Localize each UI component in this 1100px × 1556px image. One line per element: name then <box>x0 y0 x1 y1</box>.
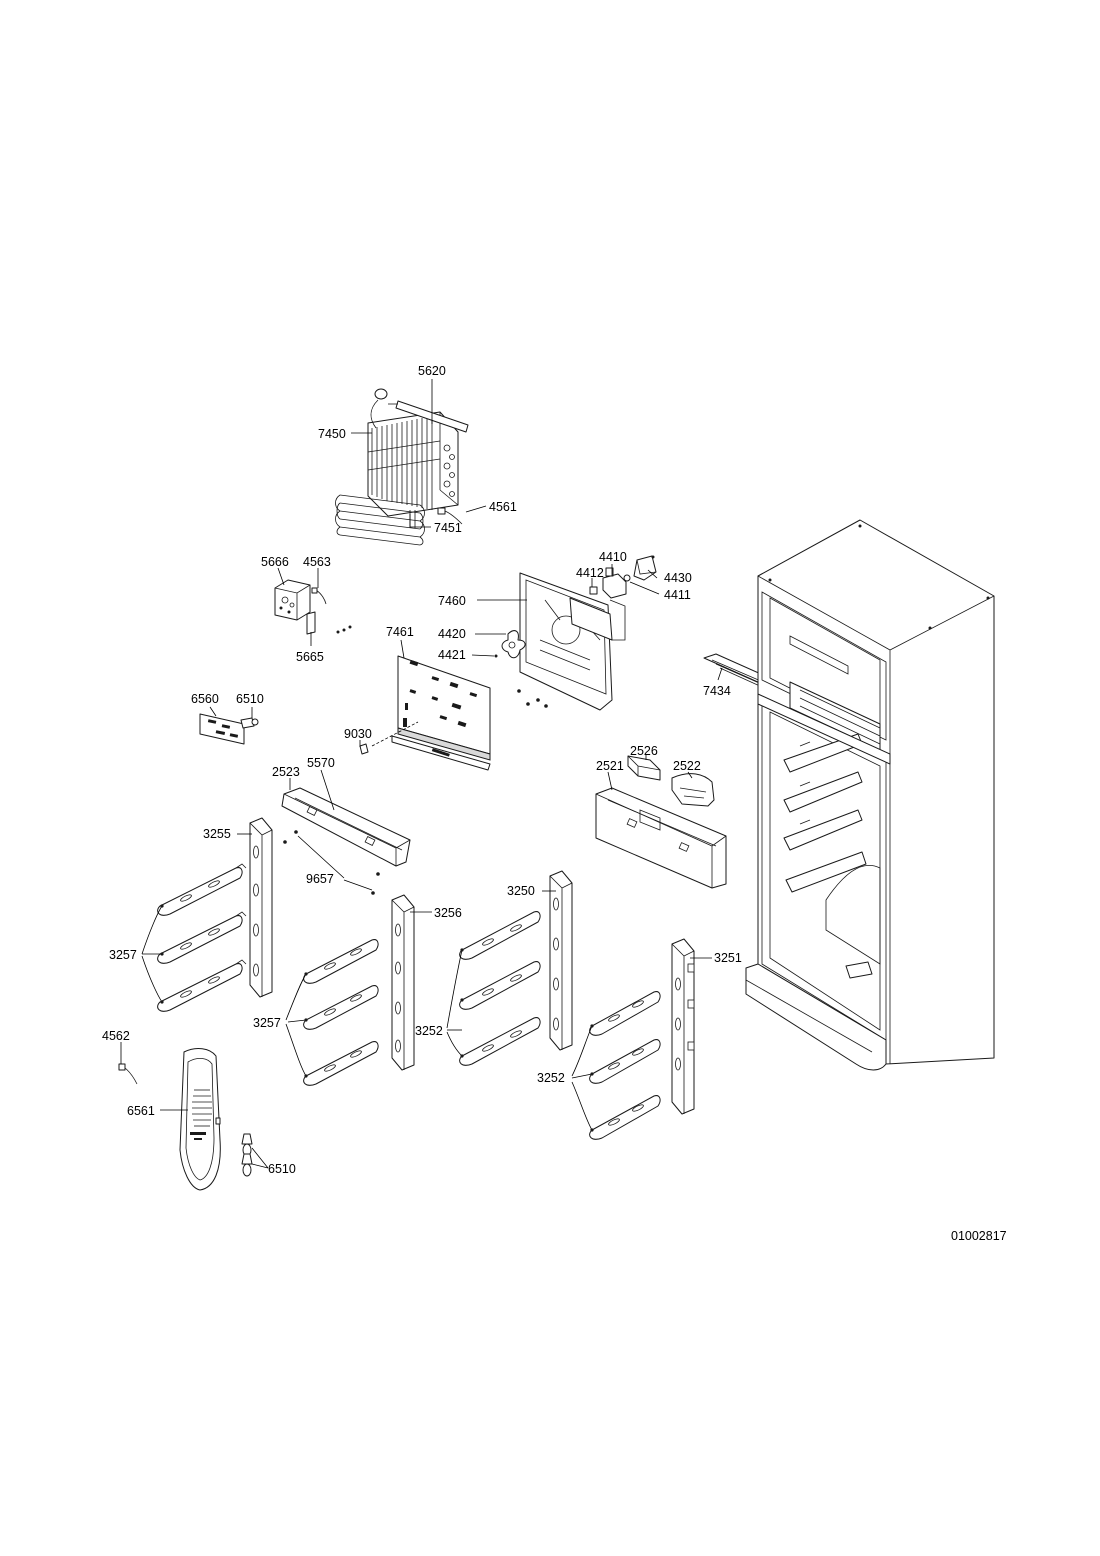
callout-4561: 4561 <box>489 500 517 514</box>
thermostat-box-5666 <box>274 579 311 621</box>
clip-9030 <box>359 743 369 755</box>
callout-9030: 9030 <box>344 727 372 741</box>
callout-9657: 9657 <box>306 872 334 886</box>
callout-2526: 2526 <box>630 744 658 758</box>
cover-5665 <box>306 611 316 635</box>
crossbar-5570 <box>281 787 411 867</box>
shelf-holder-3257-mid-2 <box>303 985 379 1030</box>
bulb-6510-lower <box>241 1133 253 1177</box>
callout-5570: 5570 <box>307 756 335 770</box>
callout-4420: 4420 <box>438 627 466 641</box>
rear-panel-7461 <box>391 655 491 771</box>
shelf-holder-3252-right-3 <box>589 1095 661 1140</box>
callout-3252-mid: 3252 <box>415 1024 443 1038</box>
callout-6510-lower: 6510 <box>268 1162 296 1176</box>
callout-7451: 7451 <box>434 521 462 535</box>
callout-2522: 2522 <box>673 759 701 773</box>
shelf-holder-3252-right-1 <box>589 991 661 1036</box>
callout-6561: 6561 <box>127 1104 155 1118</box>
shelf-holder-3252-mid-1 <box>459 911 541 960</box>
leader-lines <box>120 379 723 1169</box>
callout-4563: 4563 <box>303 555 331 569</box>
callout-4411: 4411 <box>664 588 691 602</box>
door-rail-3251 <box>671 938 695 1115</box>
callout-3257-mid: 3257 <box>253 1016 281 1030</box>
shelf-holder-3257-left-2 <box>157 911 247 964</box>
relay-4430 <box>633 555 657 581</box>
callout-6560: 6560 <box>191 692 219 706</box>
shelf-holder-3257-mid-1 <box>303 939 379 984</box>
door-rail-3250 <box>549 870 573 1051</box>
shelf-holder-3257-left-1 <box>157 863 247 916</box>
shelf-holder-3252-mid-3 <box>459 1017 541 1066</box>
callout-7460: 7460 <box>438 594 466 608</box>
callout-labels: 5620 7450 4561 7451 5666 4563 4410 4412 … <box>102 364 742 1176</box>
fan-housing-7460 <box>519 572 626 711</box>
heater-7451 <box>335 494 425 546</box>
document-number: 01002817 <box>951 1229 1007 1243</box>
callout-2521: 2521 <box>596 759 624 773</box>
wire-4562 <box>118 1063 138 1085</box>
callout-3257-left: 3257 <box>109 948 137 962</box>
shelf-holder-3252-mid-2 <box>459 961 541 1010</box>
lamp-cover-6561 <box>179 1048 221 1191</box>
door-rail-3256 <box>391 894 415 1071</box>
shelf-holder-3257-left-3 <box>157 959 247 1012</box>
shelf-holder-3257-mid-3 <box>303 1041 379 1086</box>
callout-4421: 4421 <box>438 648 466 662</box>
callout-3255: 3255 <box>203 827 231 841</box>
shelf-holder-3252-right-2 <box>589 1039 661 1084</box>
callout-7434: 7434 <box>703 684 731 698</box>
fan-blade-4420 <box>501 630 526 659</box>
callout-2523: 2523 <box>272 765 300 779</box>
callout-5666: 5666 <box>261 555 289 569</box>
damper-4410 <box>602 567 627 599</box>
callout-7461: 7461 <box>386 625 414 639</box>
cover-2522 <box>671 773 715 807</box>
refrigerator-cabinet <box>745 519 995 1071</box>
switch-4412 <box>589 586 598 595</box>
wire-4563 <box>311 587 327 605</box>
lamp-holder-2526 <box>627 755 661 781</box>
callout-4562: 4562 <box>102 1029 130 1043</box>
sensor-4561 <box>437 507 463 525</box>
callout-7450: 7450 <box>318 427 346 441</box>
callout-4410: 4410 <box>599 550 627 564</box>
door-rail-3255 <box>249 817 273 998</box>
lamp-cover-6560 <box>199 713 245 745</box>
callout-3250: 3250 <box>507 884 535 898</box>
callout-3252-right: 3252 <box>537 1071 565 1085</box>
crisper-cover-2521 <box>595 787 727 889</box>
callout-4412: 4412 <box>576 566 604 580</box>
callout-5620: 5620 <box>418 364 446 378</box>
callout-3251: 3251 <box>714 951 742 965</box>
callout-6510-upper: 6510 <box>236 692 264 706</box>
callout-4430: 4430 <box>664 571 692 585</box>
evaporator-7450 <box>367 388 469 517</box>
callout-5665: 5665 <box>296 650 324 664</box>
bulb-6510-upper <box>240 717 259 729</box>
callout-3256: 3256 <box>434 906 462 920</box>
